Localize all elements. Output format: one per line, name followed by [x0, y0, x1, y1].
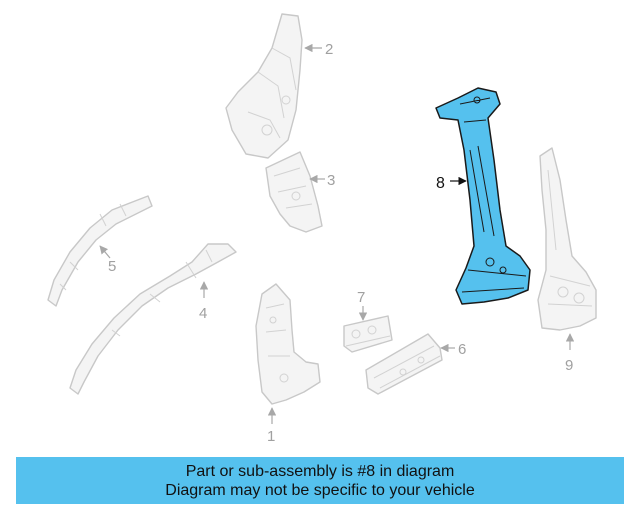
callout-2: 2	[325, 41, 333, 58]
part-1-front-pillar	[255, 283, 321, 405]
callout-9: 9	[565, 357, 573, 374]
part-6-rocker	[365, 333, 443, 395]
part-4-side-rail	[69, 243, 237, 395]
callout-6: 6	[458, 341, 466, 358]
callout-1: 1	[267, 428, 275, 445]
part-9-outer-pillar	[537, 147, 597, 331]
part-8-center-pillar-highlighted	[435, 87, 531, 305]
part-7-reinforcement	[343, 315, 393, 353]
callout-3: 3	[327, 172, 335, 189]
callout-4: 4	[199, 305, 207, 322]
callout-5: 5	[108, 258, 116, 275]
banner-line-2: Diagram may not be specific to your vehi…	[165, 481, 475, 499]
callout-8: 8	[436, 175, 445, 192]
info-banner: Part or sub-assembly is #8 in diagram Di…	[16, 457, 624, 504]
banner-line-1: Part or sub-assembly is #8 in diagram	[185, 462, 455, 480]
parts-diagram: 2 3 5 4 1 7 6 9	[47, 13, 597, 445]
part-2-quarter-panel	[225, 13, 303, 159]
part-3-bracket	[265, 151, 323, 233]
callout-7: 7	[357, 289, 365, 306]
part-5-roof-rail	[47, 195, 153, 307]
